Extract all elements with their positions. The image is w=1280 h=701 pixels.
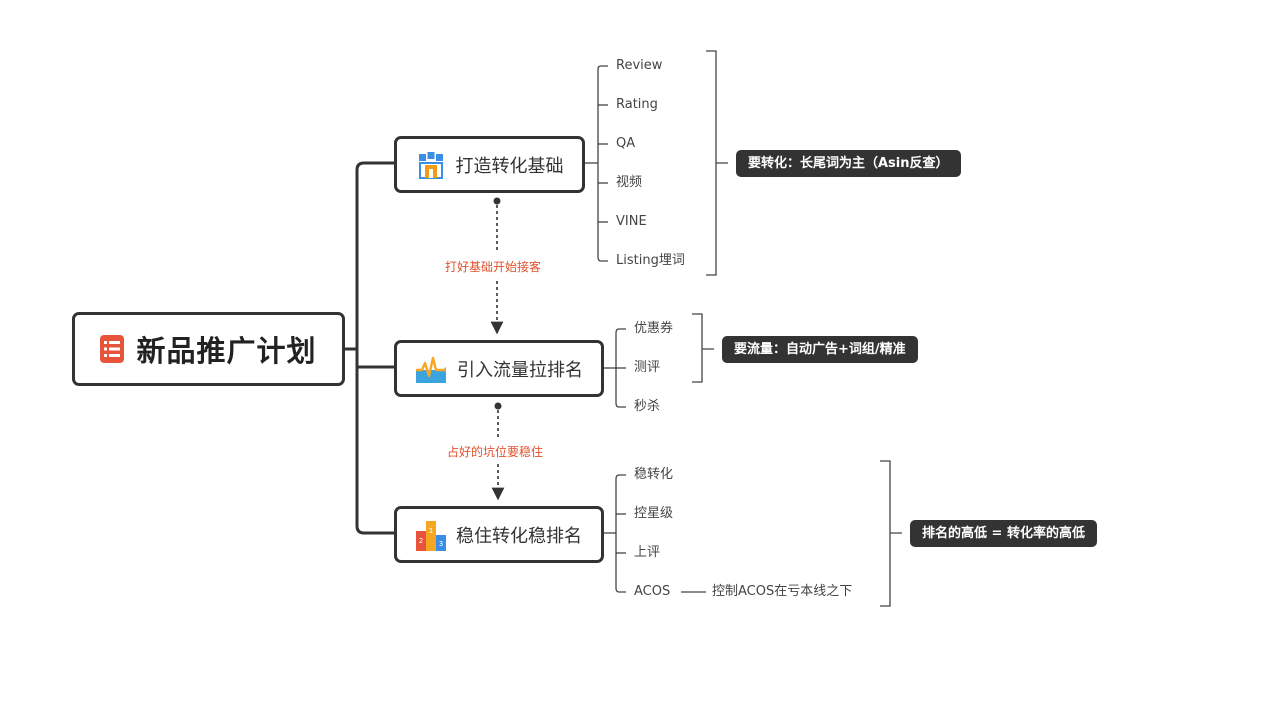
leaf-coupon[interactable]: 优惠券 bbox=[634, 321, 674, 336]
branch-1-title: 打造转化基础 bbox=[455, 155, 564, 177]
relation-arrows bbox=[494, 197, 502, 495]
branch-1-leaf-connectors bbox=[585, 50, 728, 276]
relation-label-1[interactable]: 打好基础开始接客 bbox=[445, 260, 542, 274]
leaf-review-test[interactable]: 测评 bbox=[634, 360, 661, 375]
branch-3-leaf-connectors bbox=[604, 460, 902, 607]
root-node[interactable]: 新品推广计划 bbox=[72, 312, 345, 386]
branch-2-leaf-connectors bbox=[604, 313, 714, 408]
leaf-rating[interactable]: Rating bbox=[616, 97, 658, 112]
list-icon bbox=[100, 335, 125, 363]
leaf-acos[interactable]: ACOS bbox=[634, 584, 671, 599]
branch-3-title: 稳住转化稳排名 bbox=[456, 525, 582, 547]
branch-node-stabilize-ranking[interactable]: 1 2 3 稳住转化稳排名 bbox=[394, 506, 604, 563]
root-connectors bbox=[345, 161, 394, 535]
root-title: 新品推广计划 bbox=[136, 334, 317, 368]
summary-note-traffic[interactable]: 要流量：自动广告+词组/精准 bbox=[722, 336, 918, 363]
branch-2-title: 引入流量拉排名 bbox=[457, 359, 583, 381]
summary-note-conversion[interactable]: 要转化：长尾词为主（Asin反查） bbox=[736, 150, 961, 177]
leaf-lightning-deal[interactable]: 秒杀 bbox=[634, 399, 661, 414]
leaf-review[interactable]: Review bbox=[616, 58, 663, 73]
svg-text:3: 3 bbox=[439, 540, 443, 548]
leaf-vine[interactable]: VINE bbox=[616, 214, 647, 229]
traffic-wave-icon bbox=[416, 356, 446, 383]
podium-icon: 1 2 3 bbox=[416, 520, 446, 551]
leaf-qa[interactable]: QA bbox=[616, 136, 636, 151]
leaf-control-rating[interactable]: 控星级 bbox=[634, 506, 674, 521]
branch-node-conversion-basis[interactable]: 打造转化基础 bbox=[394, 136, 585, 193]
svg-text:2: 2 bbox=[419, 537, 423, 545]
svg-text:1: 1 bbox=[429, 527, 433, 535]
relation-label-2[interactable]: 占好的坑位要稳住 bbox=[447, 445, 544, 459]
summary-note-ranking[interactable]: 排名的高低 = 转化率的高低 bbox=[910, 520, 1097, 547]
branch-node-traffic-ranking[interactable]: 引入流量拉排名 bbox=[394, 340, 604, 397]
leaf-acos-detail[interactable]: 控制ACOS在亏本线之下 bbox=[712, 584, 853, 599]
leaf-positive-review[interactable]: 上评 bbox=[634, 545, 661, 560]
blocks-icon bbox=[418, 151, 443, 179]
leaf-listing-keywords[interactable]: Listing埋词 bbox=[616, 253, 685, 268]
leaf-stable-conversion[interactable]: 稳转化 bbox=[634, 467, 674, 482]
leaf-video[interactable]: 视频 bbox=[616, 175, 643, 190]
